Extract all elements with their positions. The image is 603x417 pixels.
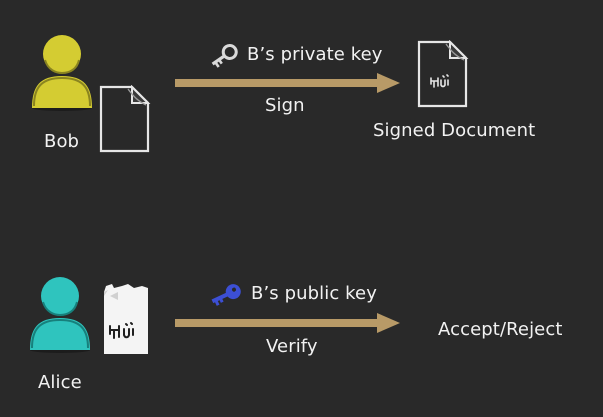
document-icon — [99, 85, 151, 153]
verdict-label: Accept/Reject — [438, 319, 563, 340]
signed-document-icon — [417, 40, 469, 108]
alice-label: Alice — [38, 372, 82, 393]
sign-action-label: Sign — [265, 95, 305, 116]
signature-icon — [430, 74, 449, 88]
bob-person-icon — [32, 35, 92, 111]
bob-label: Bob — [44, 131, 80, 152]
private-key-icon — [211, 43, 238, 68]
signed-document-label: Signed Document — [373, 120, 536, 141]
private-key-label: B’s private key — [247, 44, 383, 65]
received-signature-icon — [104, 284, 148, 354]
verify-action-label: Verify — [266, 336, 318, 357]
alice-person-icon — [30, 277, 90, 353]
sign-arrow — [175, 73, 400, 93]
public-key-icon — [211, 284, 241, 306]
public-key-label: B’s public key — [251, 283, 377, 304]
verify-arrow — [175, 313, 400, 333]
